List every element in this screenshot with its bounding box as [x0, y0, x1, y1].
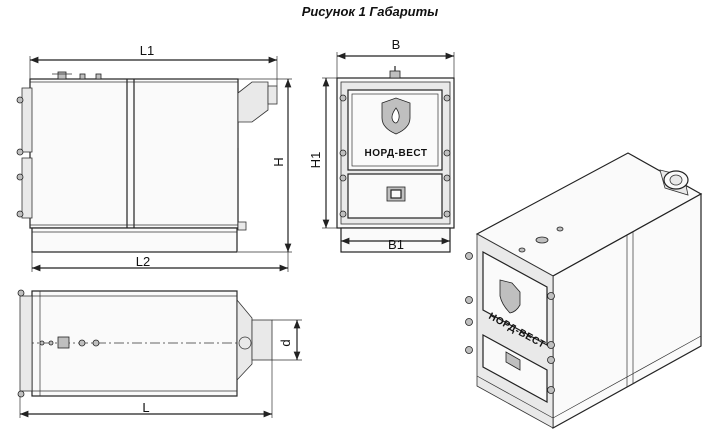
- label-H1: H1: [308, 152, 323, 169]
- dimension-B1: B1: [341, 237, 450, 252]
- iso-lower-door: [482, 333, 548, 404]
- dimension-d: d: [272, 319, 302, 361]
- dimension-L: L: [19, 360, 273, 418]
- iso-shield-icon: [499, 279, 521, 314]
- dimension-H: H: [238, 78, 292, 253]
- front-view: НОРД-ВЕСТ: [336, 66, 455, 253]
- label-d: d: [278, 339, 293, 346]
- dimension-B: B: [336, 37, 455, 78]
- figure-caption: Рисунок 1 Габариты: [302, 4, 439, 19]
- label-B1: B1: [388, 237, 404, 252]
- isometric-view: НОРД-ВЕСТ: [465, 152, 703, 430]
- label-L2: L2: [136, 254, 150, 269]
- dimension-L2: L2: [31, 252, 289, 272]
- dimension-H1: H1: [308, 77, 337, 229]
- label-B: B: [392, 37, 401, 52]
- label-L1: L1: [140, 43, 154, 58]
- dimension-L1: L1: [29, 43, 278, 86]
- front-brand-text: НОРД-ВЕСТ: [365, 148, 428, 159]
- top-view: [17, 289, 273, 398]
- label-H: H: [271, 157, 286, 166]
- label-L: L: [142, 400, 149, 415]
- side-view: [16, 71, 278, 253]
